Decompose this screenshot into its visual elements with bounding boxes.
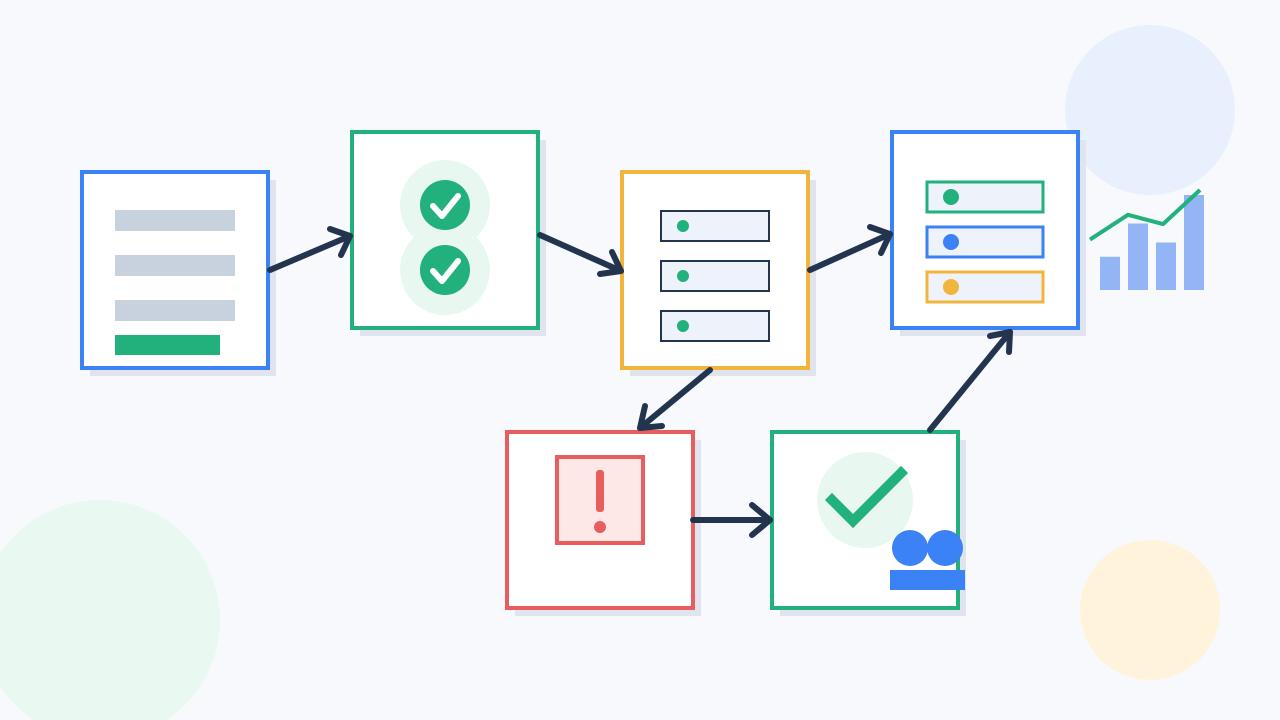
exclamation-icon (555, 455, 645, 545)
arrow-processing-to-results (807, 224, 893, 273)
form-submit-bar (115, 335, 220, 355)
list-item (660, 260, 770, 292)
node-processing (620, 170, 810, 370)
list-item (660, 310, 770, 342)
status-row-green (925, 180, 1045, 214)
arrow-error-to-approval (690, 502, 773, 538)
arrow-processing-to-error (637, 367, 713, 431)
check-icon (420, 180, 470, 230)
bg-circle-green (0, 500, 220, 720)
flow-arrows (267, 224, 1013, 538)
node-validation (350, 130, 540, 330)
arrow-validation-to-processing (537, 232, 624, 277)
node-approval (770, 430, 965, 610)
bg-circle-blue (1065, 25, 1235, 195)
node-form (80, 170, 270, 370)
node-results (890, 130, 1080, 330)
growth-bar (1100, 256, 1120, 290)
approval-halo (817, 452, 913, 548)
arrow-approval-to-results (927, 329, 1013, 433)
arrow-form-to-validation (267, 226, 353, 273)
status-row-amber (925, 270, 1045, 304)
form-line (115, 300, 235, 321)
list-item (660, 210, 770, 242)
check-icon (824, 465, 909, 529)
node-error (505, 430, 695, 610)
users-icon (890, 530, 965, 590)
growth-bar (1128, 223, 1148, 290)
check-icon (420, 245, 470, 295)
bg-circle-amber (1080, 540, 1220, 680)
growth-trend-line (1088, 188, 1202, 242)
growth-bar (1156, 242, 1176, 290)
status-row-blue (925, 225, 1045, 259)
growth-bar (1184, 195, 1204, 290)
form-line (115, 210, 235, 231)
form-line (115, 255, 235, 276)
growth-chart-icon (1088, 188, 1204, 290)
